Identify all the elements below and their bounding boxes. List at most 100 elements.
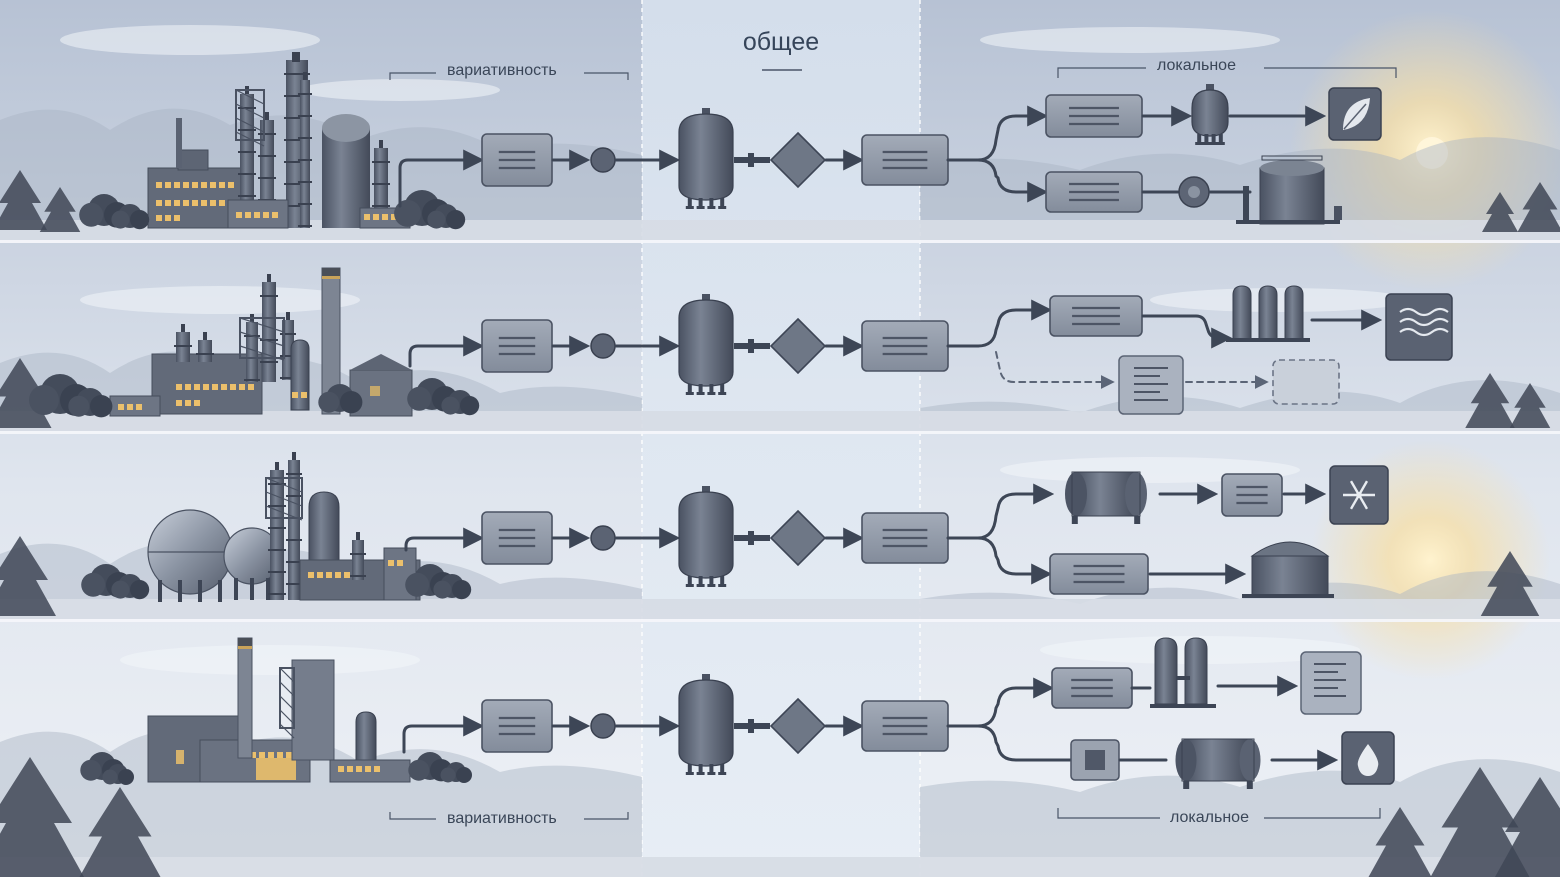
leaf-icon [1328, 87, 1382, 141]
window-light [118, 404, 124, 410]
window-light [301, 392, 307, 398]
flow-arrow [408, 335, 485, 368]
valve [590, 147, 616, 173]
local-label-top: локальное [1157, 57, 1236, 74]
tree [1517, 182, 1560, 232]
window-light [212, 384, 218, 390]
row-separator [0, 431, 1560, 434]
window-light [192, 200, 198, 206]
preprocess-module [481, 511, 553, 565]
window-light [203, 384, 209, 390]
flow-arrow [976, 299, 1053, 348]
tree [1482, 192, 1518, 232]
window-light [228, 182, 234, 188]
window-light [338, 766, 344, 772]
window-light [194, 384, 200, 390]
window-light [219, 200, 225, 206]
bracket [1057, 808, 1160, 819]
window-light [156, 200, 162, 206]
common-heading: общее [742, 28, 820, 56]
flange [748, 531, 754, 545]
bracket [584, 812, 629, 820]
window-light [221, 384, 227, 390]
window-light [174, 182, 180, 188]
ground [0, 599, 1560, 619]
window-light [370, 386, 380, 396]
distillation-tower [350, 532, 366, 580]
flange [748, 339, 754, 353]
window-light [286, 752, 292, 758]
bush [441, 390, 480, 416]
decision-diamond [769, 509, 827, 567]
window-light [254, 212, 260, 218]
document-block [1300, 651, 1362, 715]
variability-label-top: вариативность [447, 62, 557, 79]
factory-refinery [79, 52, 485, 230]
cloud [1150, 288, 1410, 312]
flow-arrow [995, 351, 1115, 389]
distillation-tower [174, 324, 192, 362]
snowflake-icon [1329, 465, 1389, 525]
window-light [263, 212, 269, 218]
document-block [1118, 355, 1184, 415]
tree [1465, 373, 1515, 428]
window-light [317, 572, 323, 578]
flow-line [976, 724, 1072, 762]
window-light [183, 200, 189, 206]
window-light [239, 384, 245, 390]
tree [1495, 777, 1560, 877]
window-light [248, 384, 254, 390]
window-light [245, 212, 251, 218]
local-module [1049, 295, 1143, 337]
distillation-tower [298, 72, 312, 228]
flow-arrow [976, 105, 1049, 162]
scaffold [279, 667, 295, 739]
tree [1509, 383, 1551, 428]
column-tank [1284, 285, 1304, 341]
distillation-tower [268, 462, 286, 600]
valve [590, 713, 616, 739]
column-tank [1258, 285, 1278, 341]
window-light [210, 200, 216, 206]
common-process-module [861, 134, 949, 186]
water-drop-icon [1341, 731, 1395, 785]
bracket [1264, 808, 1381, 819]
window-light [374, 766, 380, 772]
column-tank [355, 711, 377, 763]
window-light [256, 758, 296, 780]
small-tank [1191, 84, 1229, 145]
tree [1480, 551, 1540, 616]
bracket [389, 72, 436, 80]
window-light [201, 182, 207, 188]
window-light [165, 215, 171, 221]
factory-gas-spheres-plant [81, 452, 485, 602]
window-light [356, 766, 362, 772]
common-reactor-tank [678, 294, 734, 395]
window-light [268, 752, 274, 758]
common-process-module [861, 512, 949, 564]
decision-diamond [769, 131, 827, 189]
window-light [230, 384, 236, 390]
window-light [194, 400, 200, 406]
filter-unit [1070, 739, 1120, 781]
cloud [60, 25, 320, 55]
common-reactor-tank [678, 674, 734, 775]
decision-diamond [769, 317, 827, 375]
window-light [373, 214, 379, 220]
column-tank [1154, 637, 1178, 705]
scaffold [235, 89, 265, 147]
window-light [347, 766, 353, 772]
window-light [236, 212, 242, 218]
window-light [250, 752, 256, 758]
ground [0, 857, 1560, 877]
column-tank [1184, 637, 1208, 705]
bush [440, 762, 472, 783]
local-module [1051, 667, 1133, 709]
column-tank-group [1226, 285, 1310, 342]
flow-line [1243, 186, 1249, 222]
local-module [1045, 171, 1143, 213]
window-light [165, 182, 171, 188]
flow-arrow [402, 715, 485, 754]
tree [79, 787, 161, 877]
